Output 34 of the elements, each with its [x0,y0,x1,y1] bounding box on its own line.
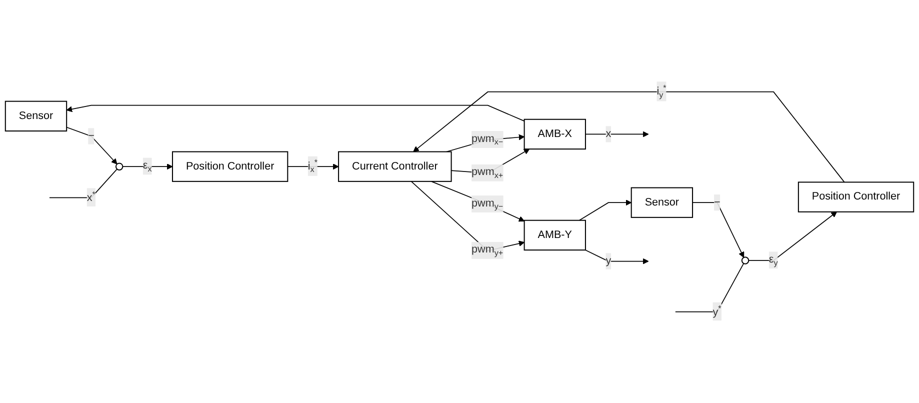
arrow [413,91,845,183]
node-box [524,118,586,150]
edge-label: x [606,128,612,140]
edge-label: ε$_{x}$ [142,160,152,174]
arrow [748,212,837,261]
node-box [798,182,914,212]
node-box [630,187,694,218]
edge-label: pwm$_{x+}$ [472,166,504,180]
arrow [287,164,339,170]
edge-label: pwm$_{y−}$ [472,198,504,212]
arrow [585,131,649,138]
edge-label: pwm$_{x−}$ [472,133,504,147]
edge-label: pwm$_{y+}$ [472,244,504,258]
arrow [122,164,173,170]
node-circle [741,256,750,264]
arrow [692,202,744,258]
node-box [172,151,288,182]
edge-label: − [88,130,94,142]
arrow [430,180,525,222]
arrow [66,126,118,164]
arrow [578,200,632,221]
node-box [4,100,68,132]
edge-label: y$^{*}$ [712,304,722,318]
node-circle [115,162,124,170]
edge-label: ε$_{y}$ [768,254,778,268]
edge-label: − [714,196,720,208]
connector [674,263,744,312]
arrow [66,104,525,122]
edge-label: y [606,255,612,267]
connector [49,168,118,198]
node-box [338,151,452,182]
node-box [524,220,586,251]
edge-label: x$^{*}$ [86,190,96,204]
arrow [584,250,649,264]
